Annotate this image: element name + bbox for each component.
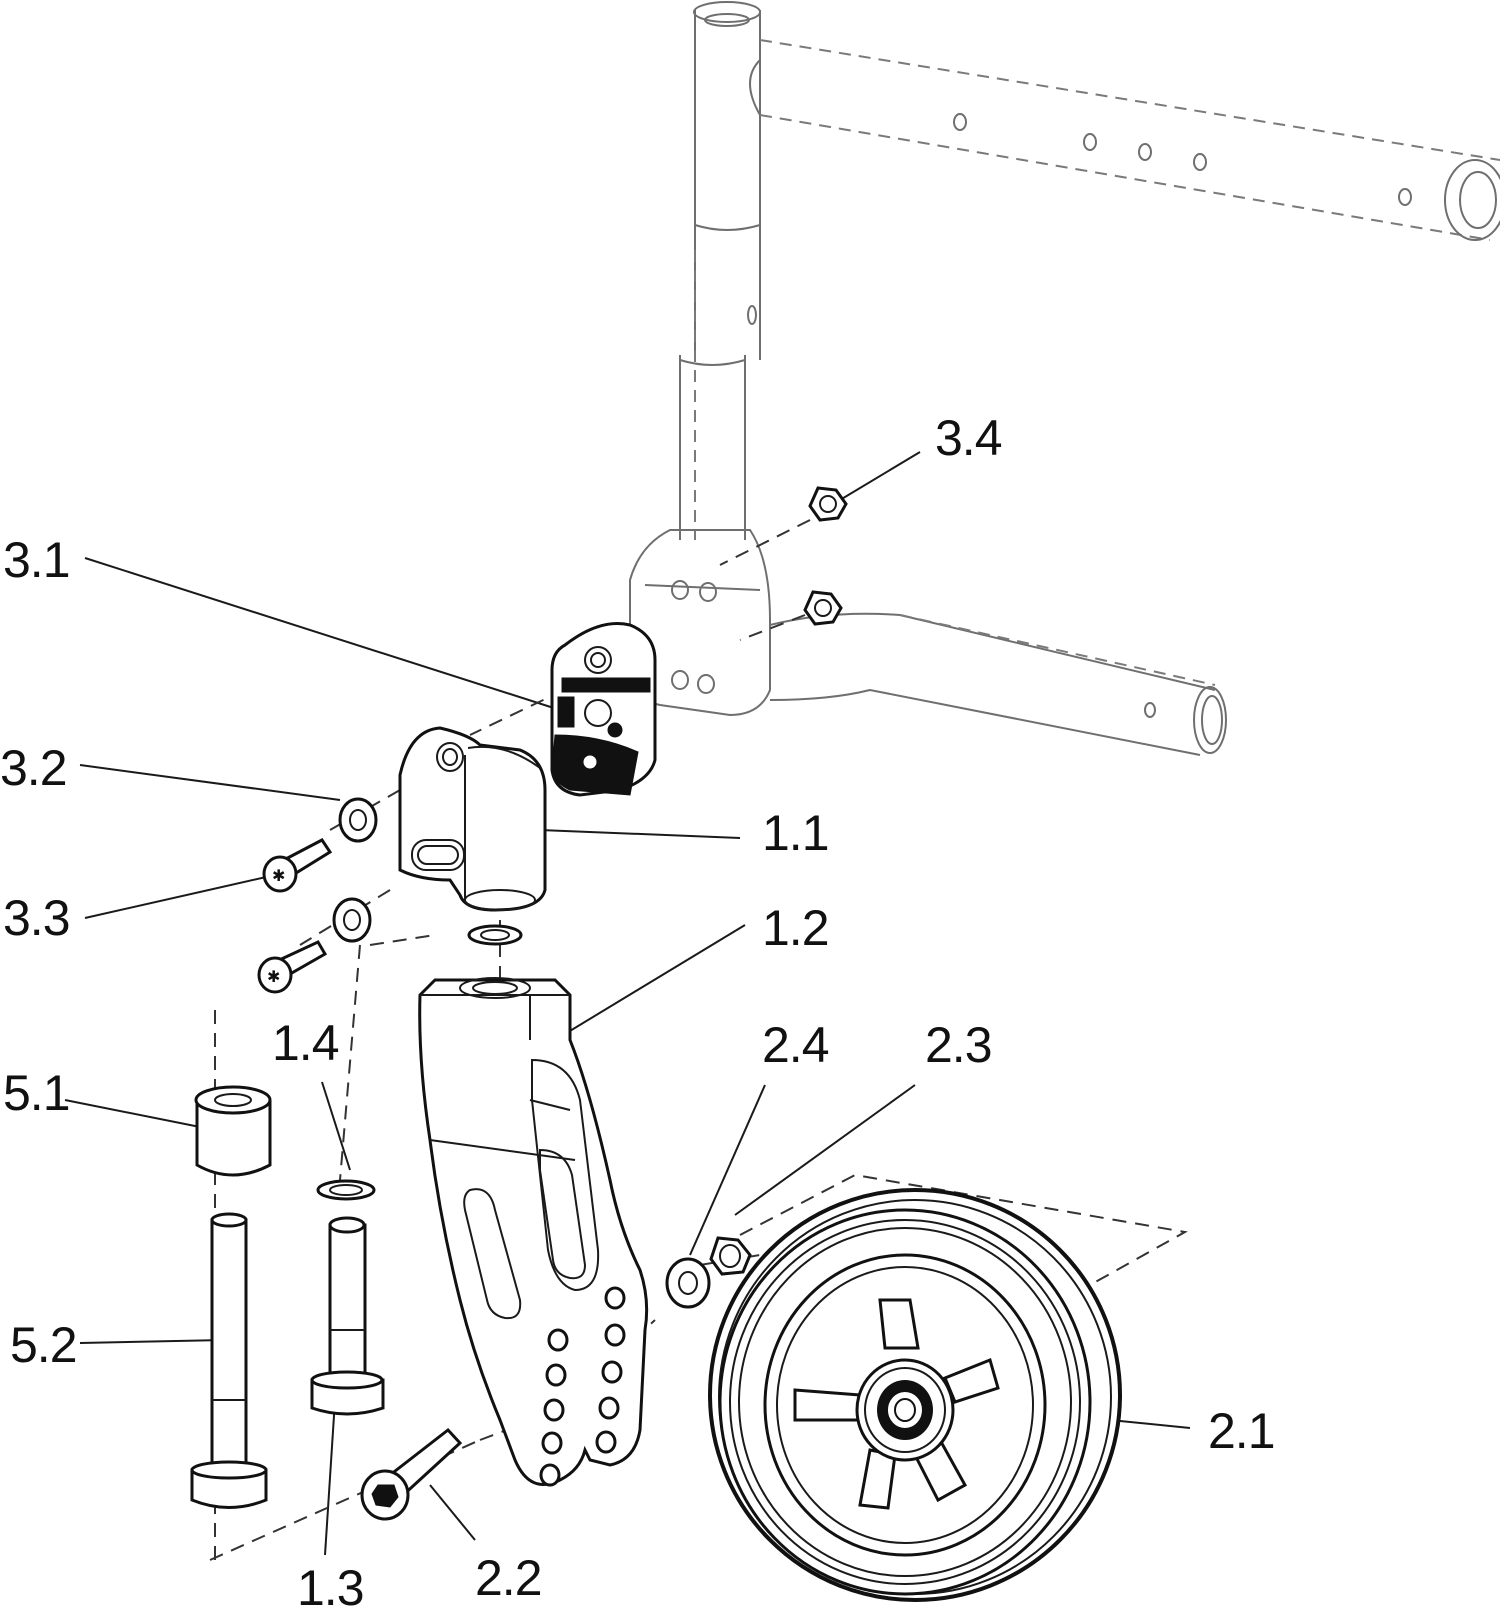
callout-labels: 3.4 3.1 3.2 1.1 3.3 1.2 1.4 2.4 2.3 5.1 … (0, 410, 1276, 1615)
svg-text:✱: ✱ (267, 969, 280, 986)
callout-2-3: 2.3 (925, 1017, 992, 1073)
callout-3-3: 3.3 (3, 890, 70, 946)
callout-3-2: 3.2 (0, 740, 67, 796)
fork-1-2 (418, 977, 649, 1487)
nut-2-3 (709, 1236, 752, 1276)
svg-text:✱: ✱ (272, 868, 285, 885)
washer-1-4 (316, 1179, 376, 1201)
callout-5-1: 5.1 (3, 1065, 70, 1121)
callout-5-2: 5.2 (10, 1317, 77, 1373)
callout-1-1: 1.1 (762, 805, 829, 861)
wheel-2-1 (708, 1188, 1122, 1602)
washer-2-4 (665, 1257, 711, 1309)
callout-3-1: 3.1 (3, 532, 70, 588)
callout-1-2: 1.2 (762, 900, 829, 956)
clamp-plate-3-1 (550, 622, 657, 797)
callout-1-3: 1.3 (297, 1560, 364, 1615)
axle-5-2 (190, 1212, 268, 1509)
callout-2-1: 2.1 (1208, 1403, 1275, 1459)
callout-1-4: 1.4 (272, 1015, 339, 1071)
callout-2-2: 2.2 (475, 1550, 542, 1606)
bolt-2-2 (360, 1427, 463, 1521)
nut-3-4 (803, 486, 848, 626)
callout-3-4: 3.4 (935, 410, 1002, 466)
spacer-5-1 (194, 1085, 272, 1177)
frame-ghost (629, 1, 1500, 756)
washer-3-2 (332, 797, 378, 943)
callout-2-4: 2.4 (762, 1017, 829, 1073)
bearing-washer (467, 924, 523, 946)
screw-3-3: ✱ ✱ (257, 838, 333, 994)
fork-head-1-1 (398, 726, 547, 912)
pin-1-3 (310, 1216, 385, 1416)
